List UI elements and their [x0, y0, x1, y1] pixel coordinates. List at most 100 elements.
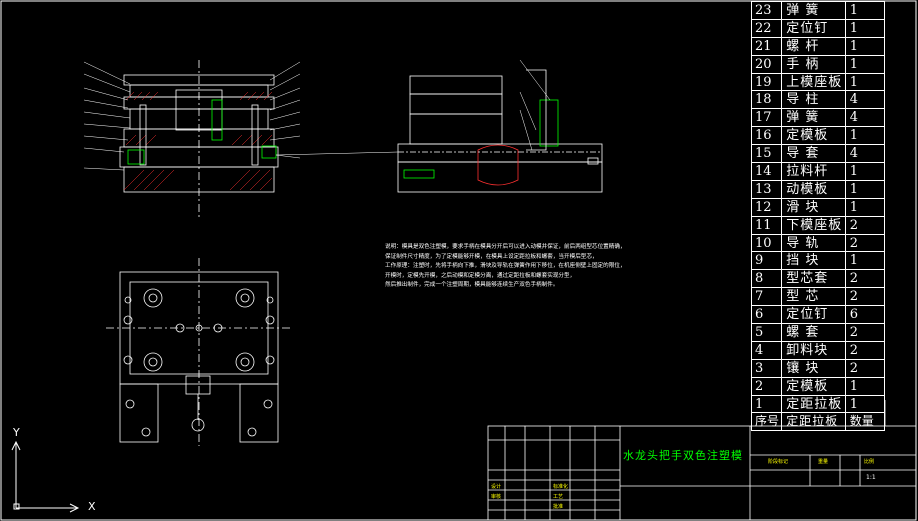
- note-line: 保证制件尺寸精度，为了定模能够开模，在模具上设定距拉板和螺套，当开模后型芯，: [385, 253, 598, 260]
- bom-item-number: 20: [750, 54, 783, 74]
- bom-item-number: 15: [750, 144, 783, 164]
- bom-item-number: 19: [750, 72, 783, 92]
- bom-item-name: 弹 簧: [781, 108, 846, 128]
- leader-lines-left: [83, 61, 399, 171]
- bom-item-name: 定距拉板: [781, 394, 846, 414]
- bom-item-qty: 1: [844, 251, 886, 271]
- bom-item-number: 18: [750, 90, 783, 110]
- bom-item-number: 11: [750, 215, 783, 235]
- bom-item-qty: 1: [844, 197, 886, 217]
- bom-item-number: 4: [750, 340, 783, 360]
- bom-item-number: 21: [750, 36, 783, 56]
- bom-item-number: 17: [750, 108, 783, 128]
- bom-item-name: 动模板: [781, 179, 846, 199]
- bom-item-number: 8: [750, 269, 783, 289]
- tb-label-design: 设计: [491, 484, 502, 490]
- ucs-y-label: Y: [13, 426, 20, 439]
- bom-item-name: 型芯套: [781, 269, 846, 289]
- bom-item-qty: 1: [844, 54, 886, 74]
- bom-item-name: 螺 套: [781, 323, 846, 342]
- bom-item-name: 导 轨: [781, 233, 846, 253]
- title-block: [487, 400, 917, 521]
- bom-item-qty: 4: [844, 90, 886, 110]
- bom-item-number: 9: [750, 251, 783, 271]
- bom-item-name: 螺 杆: [781, 36, 846, 56]
- bom-item-number: 23: [750, 1, 783, 20]
- bom-item-number: 10: [750, 233, 783, 253]
- bom-item-name: 下模座板: [781, 215, 846, 235]
- bom-item-qty: 2: [844, 323, 886, 342]
- bom-item-name: 手 柄: [781, 54, 846, 74]
- bom-item-name: 定模板: [781, 376, 846, 396]
- bom-item-number: 5: [750, 323, 783, 342]
- tb-label-process: 工艺: [553, 494, 564, 500]
- bom-item-number: 6: [750, 305, 783, 325]
- note-line: 工作原理：注塑时，先将手柄向下推，滑块及导轨在弹簧作用下移位，在机座侧壁上固定的…: [385, 263, 626, 270]
- ucs-x-label: X: [88, 500, 96, 513]
- tb-label-standard: 标准化: [553, 484, 569, 490]
- bom-item-qty: 数量: [844, 412, 886, 432]
- bom-item-name: 镶 块: [781, 358, 846, 378]
- bom-item-qty: 1: [844, 1, 886, 20]
- ucs-icon: [11, 440, 80, 513]
- drawing-title: 水龙头把手双色注塑模: [623, 449, 743, 462]
- bom-item-qty: 1: [844, 72, 886, 92]
- bom-item-qty: 4: [844, 144, 886, 164]
- bom-item-qty: 4: [844, 108, 886, 128]
- bom-item-number: 2: [750, 376, 783, 396]
- bom-item-number: 16: [750, 126, 783, 146]
- bom-item-name: 滑 块: [781, 197, 846, 217]
- bom-item-number: 1: [750, 394, 783, 414]
- bom-item-name: 型 芯: [781, 287, 846, 307]
- technical-notes: 说明：模具是双色注塑模，要求手柄在模具分开后可以进入动模并保证，前后两组型芯位置…: [385, 243, 630, 291]
- bom-item-qty: 2: [844, 215, 886, 235]
- bom-item-qty: 1: [844, 394, 886, 414]
- bom-item-qty: 2: [844, 340, 886, 360]
- bom-item-number: 7: [750, 287, 783, 307]
- bom-item-qty: 1: [844, 18, 886, 38]
- bom-item-name: 定模板: [781, 126, 846, 146]
- bom-item-number: 13: [750, 179, 783, 199]
- tb-label-stage: 阶段标记: [768, 459, 789, 465]
- bom-item-name: 定距拉板: [781, 412, 846, 432]
- bom-item-name: 卸料块: [781, 340, 846, 360]
- plan-view: [106, 258, 292, 446]
- scale-value: 1:1: [866, 474, 876, 481]
- bom-item-name: 定位钉: [781, 18, 846, 38]
- bom-item-name: 定位钉: [781, 305, 846, 325]
- note-line: 开模时，定模先开模，之后动模和定模分离，通过定距拉板和螺套实现分型，: [385, 272, 576, 279]
- bom-item-qty: 1: [844, 376, 886, 396]
- bom-item-name: 上模座板: [781, 72, 846, 92]
- bom-item-name: 拉料杆: [781, 162, 846, 181]
- bom-item-number: 14: [750, 162, 783, 181]
- bom-item-qty: 2: [844, 233, 886, 253]
- bom-item-qty: 1: [844, 126, 886, 146]
- note-line: 说明：模具是双色注塑模，要求手柄在模具分开后可以进入动模并保证，前后两组型芯位置…: [385, 244, 626, 250]
- bom-item-number: 12: [750, 197, 783, 217]
- bom-item-qty: 1: [844, 179, 886, 199]
- note-line: 然后推出制件，完成一个注塑周期，模具能够连续生产双色手柄制件。: [385, 282, 559, 289]
- section-view-main: [119, 60, 279, 220]
- bom-item-qty: 2: [844, 358, 886, 378]
